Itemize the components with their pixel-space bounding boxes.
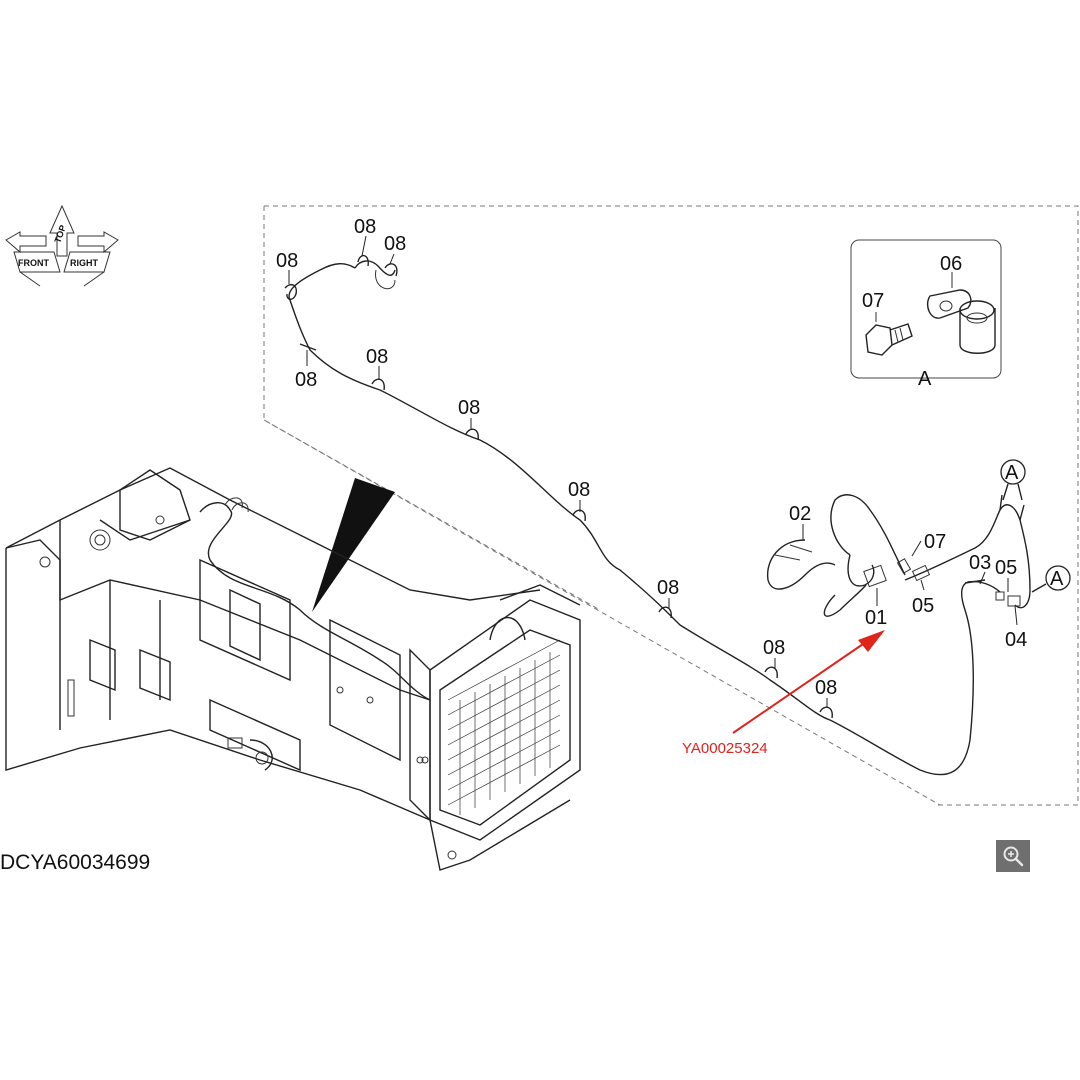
callout-08-e: 08 xyxy=(366,346,388,368)
zoom-button[interactable] xyxy=(996,840,1030,872)
ref-marker-a-1-label: A xyxy=(1005,462,1019,484)
clamp-icon xyxy=(926,289,996,354)
orientation-indicator: TOP FRONT RIGHT xyxy=(5,204,119,287)
callout-08-i: 08 xyxy=(763,637,785,659)
harness-clips xyxy=(284,255,833,719)
detail-pointer xyxy=(312,478,395,612)
orientation-front-label: FRONT xyxy=(18,258,49,268)
bolt-icon xyxy=(865,323,913,356)
detail-a-inset xyxy=(850,239,1002,379)
callout-05-a: 05 xyxy=(912,595,934,617)
callout-06: 06 xyxy=(940,253,962,275)
orientation-right-label: RIGHT xyxy=(70,258,99,268)
callout-08-h: 08 xyxy=(657,577,679,599)
sensor-cable-01 xyxy=(823,494,912,617)
callout-08-g: 08 xyxy=(568,479,590,501)
callout-08-a: 08 xyxy=(276,250,298,272)
part-number-callout: YA00025324 xyxy=(682,630,885,757)
callout-08-c: 08 xyxy=(384,233,406,255)
ref-marker-a-2: A xyxy=(1031,565,1071,593)
callout-05-b: 05 xyxy=(995,557,1017,579)
callout-07: 07 xyxy=(924,531,946,553)
zoom-in-icon xyxy=(1003,846,1024,867)
wire-harness xyxy=(284,255,1031,776)
callout-08-j: 08 xyxy=(815,677,837,699)
drawing-code: DCYA60034699 xyxy=(0,851,150,874)
detail-a-label: A xyxy=(918,368,932,390)
callout-07-detail: 07 xyxy=(862,290,884,312)
callout-04: 04 xyxy=(1005,629,1027,651)
detail-boundary xyxy=(263,205,1079,806)
callout-03: 03 xyxy=(969,552,991,574)
callout-08-f: 08 xyxy=(458,397,480,419)
ref-marker-a-2-label: A xyxy=(1050,568,1064,590)
callout-01: 01 xyxy=(865,607,887,629)
radiator-assembly xyxy=(409,584,581,860)
ref-marker-a-1: A xyxy=(1000,459,1026,501)
part-number-label: YA00025324 xyxy=(682,740,768,757)
machine-frame xyxy=(5,467,571,871)
orientation-top-label: TOP xyxy=(52,224,68,245)
callout-labels: 08 08 08 08 08 08 08 08 08 08 02 01 05 0… xyxy=(276,216,1027,699)
leader-lines xyxy=(288,235,1018,708)
callout-08-b: 08 xyxy=(354,216,376,238)
callout-08-d: 08 xyxy=(295,369,317,391)
cable-02 xyxy=(766,539,836,590)
callout-02: 02 xyxy=(789,503,811,525)
